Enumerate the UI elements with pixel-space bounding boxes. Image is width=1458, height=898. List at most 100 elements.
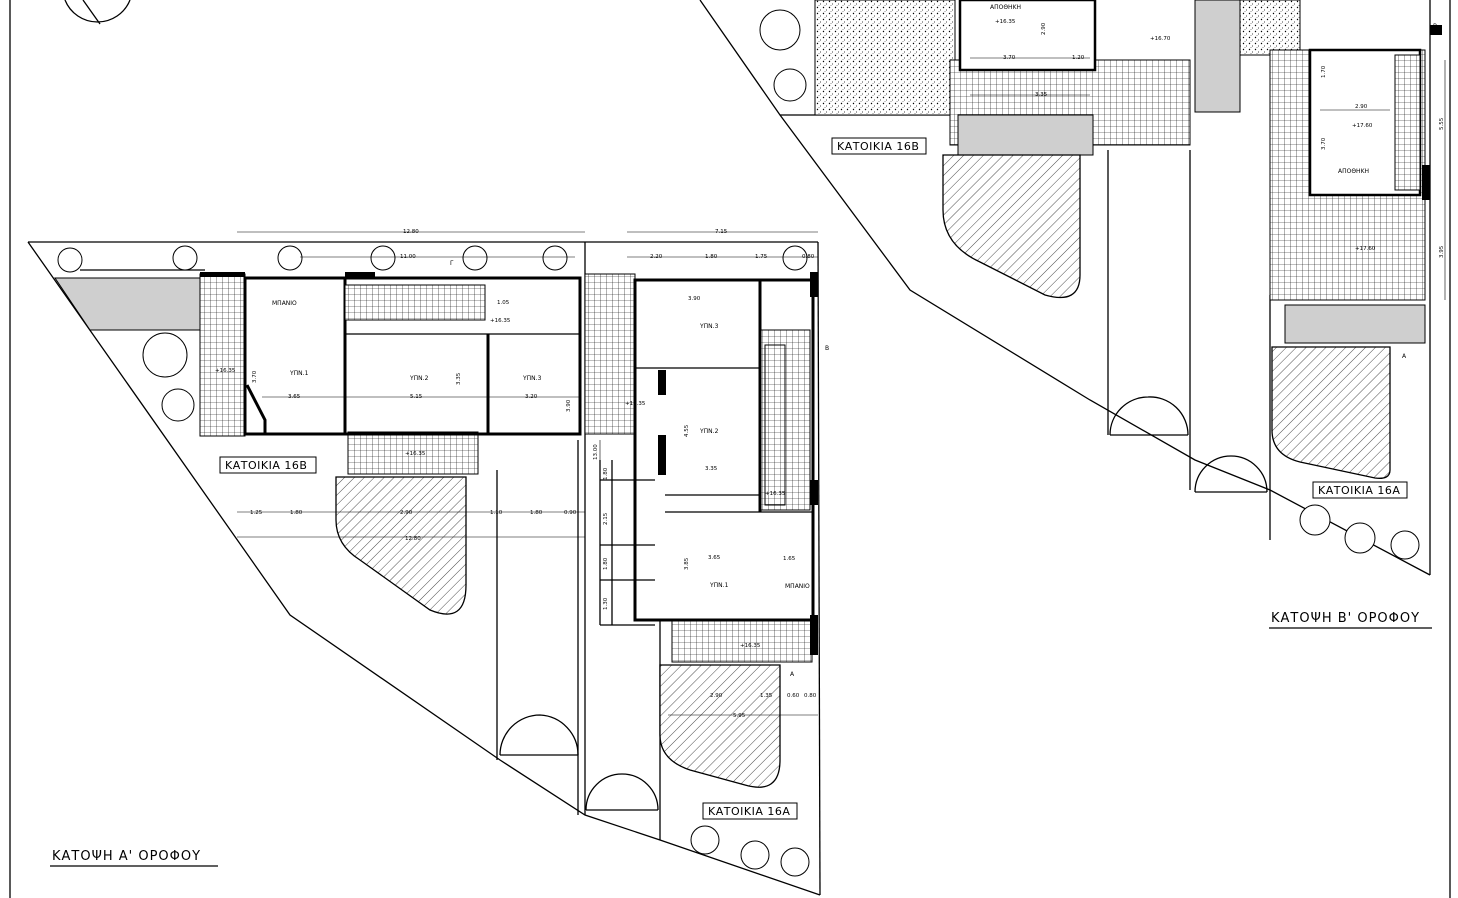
- dimension-text: 0.90: [564, 510, 577, 516]
- gate-icon: [1109, 396, 1268, 493]
- house-label-box: [831, 137, 927, 155]
- level-mark: +16.35: [765, 491, 786, 497]
- dimension-lines-2: [970, 57, 1446, 300]
- house-label-box: [1312, 481, 1408, 499]
- columns: [200, 272, 818, 655]
- dimension-text: 2.20: [650, 254, 663, 260]
- gray-strip-16a: [1284, 304, 1426, 344]
- room-label: ΥΠΝ.2: [699, 428, 719, 435]
- dimension-text: 2.90: [400, 510, 413, 516]
- gray-strip-16b: [957, 114, 1094, 156]
- balcony-16b-upper: [942, 154, 1081, 299]
- north-arrow-icon: [64, 0, 131, 25]
- dimension-text: 3.65: [288, 394, 301, 400]
- house-16a-label: ΚΑΤΟΙΚΙΑ 16Α: [708, 805, 790, 818]
- stair-16a: [1394, 54, 1421, 191]
- plan-title: ΚΑΤΟΨΗ Α' ΟΡΟΦΟΥ: [52, 849, 201, 864]
- level-mark: +16.35: [995, 19, 1016, 25]
- plan-first-floor: [27, 231, 821, 896]
- dimension-text: 1.35: [760, 693, 773, 699]
- house-16a-first-floor: [633, 278, 815, 622]
- dimension-text: 5.55: [1439, 117, 1445, 130]
- house-16b-first-floor: [243, 276, 582, 436]
- dimension-text: 0.80: [802, 254, 815, 260]
- level-mark: +17.60: [1355, 246, 1376, 252]
- drawing-frame: [9, 0, 1451, 898]
- dimension-text: 3.70: [1003, 55, 1016, 61]
- dimension-text: 1.20: [1072, 55, 1085, 61]
- house-16a-label: ΚΑΤΟΙΚΙΑ 16Α: [1318, 484, 1400, 497]
- balcony-16b: [335, 476, 467, 615]
- dimension-text: 1.80: [603, 557, 609, 570]
- dimension-text: 1.65: [783, 556, 796, 562]
- room-label: ΜΠΑΝΙΟ: [272, 300, 297, 307]
- room-label: ΥΠΝ.3: [699, 323, 719, 330]
- dimension-text: 3.90: [566, 399, 572, 412]
- dimension-text: 12.80: [405, 536, 421, 542]
- dimension-text: 1.30: [603, 597, 609, 610]
- dimension-text: 2.15: [603, 512, 609, 525]
- dimension-text: 2.90: [710, 693, 723, 699]
- gate-icon: [499, 714, 659, 811]
- room-label: ΜΠΑΝΙΟ: [785, 583, 810, 590]
- dimension-lines: [237, 231, 818, 716]
- dimension-text: 2.90: [1355, 104, 1368, 110]
- gravel-area-16a: [1239, 0, 1301, 56]
- room-label: ΑΠΟΘΗΚΗ: [990, 4, 1021, 11]
- dimension-text: 3.85: [684, 557, 690, 570]
- dimension-text: 4.55: [684, 424, 690, 437]
- dimension-text: 1.70: [1321, 65, 1327, 78]
- dimension-text: 5.15: [410, 394, 423, 400]
- balcony-16a: [659, 664, 781, 788]
- dimension-text: 1.05: [497, 300, 510, 306]
- section-mark: B: [825, 345, 829, 352]
- dimension-text: 3.35: [705, 466, 718, 472]
- dimension-text: 3.20: [525, 394, 538, 400]
- tree-icon: [57, 245, 810, 877]
- dimension-text: 11.00: [400, 254, 416, 260]
- balcony-16a-upper: [1271, 346, 1391, 479]
- house-16b-label: ΚΑΤΟΙΚΙΑ 16Β: [837, 140, 919, 153]
- dimension-text: 0.80: [804, 693, 817, 699]
- level-mark: +17.60: [1352, 123, 1373, 129]
- level-mark: +16.35: [740, 643, 761, 649]
- dimension-text: 1.75: [755, 254, 768, 260]
- dimension-text: 1.80: [603, 467, 609, 480]
- dimension-text: 3.65: [708, 555, 721, 561]
- dimension-text: 1.80: [290, 510, 303, 516]
- dimension-text: 3.70: [1321, 137, 1327, 150]
- dimension-text: 5.95: [733, 713, 746, 719]
- dimension-text: 3.35: [456, 372, 462, 385]
- dimension-text: 2.90: [1041, 22, 1047, 35]
- house-16b-label: ΚΑΤΟΙΚΙΑ 16Β: [225, 459, 307, 472]
- parking-area: [54, 277, 201, 331]
- dimension-text: 3.70: [252, 370, 258, 383]
- house-label-box: [702, 802, 798, 820]
- dimension-text: 1.80: [530, 510, 543, 516]
- section-mark: Γ: [450, 260, 454, 267]
- dimension-text: 3.90: [688, 296, 701, 302]
- gravel-area-16b: [814, 0, 956, 116]
- dimension-text: 3.35: [1035, 92, 1048, 98]
- room-label: ΥΠΝ.1: [289, 370, 309, 377]
- dimension-text: 12.80: [403, 229, 419, 235]
- plan-second-floor: [699, 0, 1446, 576]
- level-mark: +16.35: [215, 368, 236, 374]
- section-mark: A: [790, 671, 795, 678]
- dimension-text: 13.00: [593, 444, 599, 460]
- house-label-box: [219, 456, 317, 474]
- dimension-text: 3.95: [1439, 245, 1445, 258]
- level-mark: +16.35: [625, 401, 646, 407]
- section-mark: B: [1433, 23, 1437, 30]
- tree-icon: [759, 9, 1420, 560]
- dimension-text: 0.60: [787, 693, 800, 699]
- dimension-text: 1.10: [490, 510, 503, 516]
- dimension-text: 7.15: [715, 229, 728, 235]
- columns-2: [1422, 25, 1442, 200]
- plan-title: ΚΑΤΟΨΗ Β' ΟΡΟΦΟΥ: [1271, 611, 1420, 626]
- room-label: ΥΠΝ.1: [709, 582, 729, 589]
- room-label: ΥΠΝ.2: [409, 375, 429, 382]
- dimension-text: 1.80: [705, 254, 718, 260]
- storage-room-16b: [958, 0, 1097, 72]
- room-label: ΥΠΝ.3: [522, 375, 542, 382]
